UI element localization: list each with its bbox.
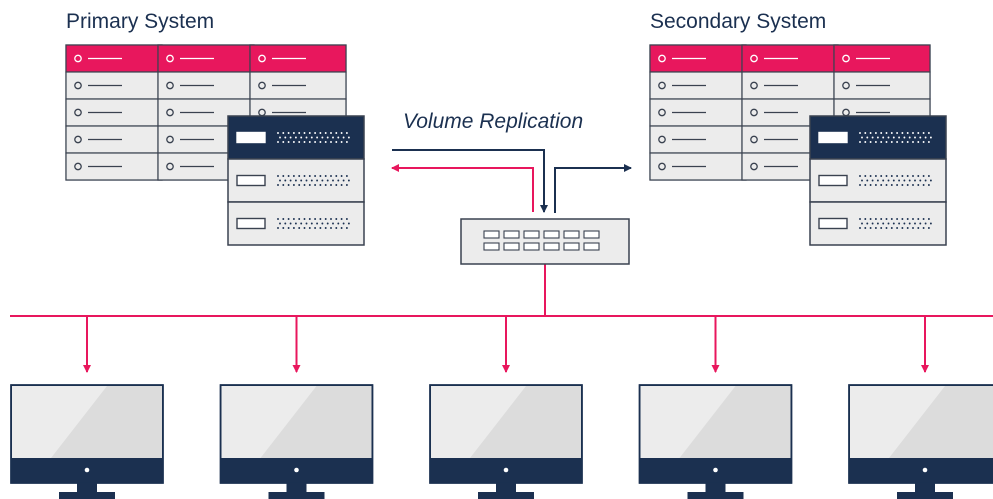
power-led-icon	[713, 467, 718, 473]
switch-port	[543, 230, 560, 239]
drive-slot-icon	[236, 174, 266, 187]
status-led-icon	[74, 135, 82, 144]
status-led-icon	[750, 108, 758, 117]
status-led-icon	[658, 81, 666, 90]
switch-port	[563, 230, 580, 239]
switch-port	[503, 242, 520, 251]
status-led-icon	[166, 81, 174, 90]
arrow-icon	[392, 149, 548, 213]
storage-array-icon	[809, 115, 947, 246]
power-led-icon	[84, 467, 90, 473]
status-led-icon	[166, 162, 174, 171]
status-led-icon	[750, 135, 758, 144]
drive-slot-icon	[818, 131, 848, 144]
switch-port	[563, 242, 580, 251]
monitor-neck	[915, 483, 935, 492]
primary-system-label: Primary System	[66, 10, 215, 33]
storage-array-icon	[227, 115, 365, 246]
switch-port	[523, 230, 540, 239]
status-led-icon	[658, 162, 666, 171]
monitor-icon	[638, 384, 793, 499]
volume-replication-label: Volume Replication	[403, 110, 584, 133]
drive-slot-icon	[818, 174, 848, 187]
network-switch-icon	[460, 218, 630, 265]
status-led-icon	[74, 54, 82, 63]
status-led-icon	[166, 135, 174, 144]
status-led-icon	[258, 81, 266, 90]
status-led-icon	[750, 54, 758, 63]
switch-port	[523, 242, 540, 251]
status-led-icon	[658, 135, 666, 144]
monitor-neck	[496, 483, 516, 492]
switch-port	[483, 242, 500, 251]
power-led-icon	[503, 467, 509, 473]
switch-port	[543, 242, 560, 251]
status-led-icon	[166, 54, 174, 63]
monitor-icon	[848, 384, 993, 499]
monitor-base	[897, 492, 953, 499]
monitor-neck	[286, 483, 307, 492]
status-led-icon	[750, 81, 758, 90]
status-led-icon	[166, 108, 174, 117]
arrow-icon	[554, 164, 632, 213]
drive-slot-icon	[236, 217, 266, 230]
server-rack-icon	[157, 44, 255, 181]
status-led-icon	[750, 162, 758, 171]
status-led-icon	[74, 81, 82, 90]
client-monitors	[10, 384, 993, 499]
status-led-icon	[74, 108, 82, 117]
server-rack-icon	[649, 44, 747, 181]
monitor-neck	[705, 483, 726, 492]
switch-port	[503, 230, 520, 239]
status-led-icon	[258, 54, 266, 63]
drive-slot-icon	[236, 131, 266, 144]
switch-port	[483, 230, 500, 239]
primary-system	[65, 44, 365, 246]
secondary-system	[649, 44, 947, 246]
server-rack-icon	[65, 44, 163, 181]
monitor-icon	[10, 384, 164, 499]
status-led-icon	[74, 162, 82, 171]
network-links	[10, 149, 993, 373]
arrow-icon	[391, 164, 534, 212]
monitor-base	[478, 492, 534, 499]
monitor-icon	[219, 384, 374, 499]
power-led-icon	[922, 467, 928, 473]
monitor-base	[268, 492, 325, 499]
monitor-icon	[429, 384, 583, 499]
status-led-icon	[842, 81, 850, 90]
secondary-system-label: Secondary System	[650, 10, 827, 33]
monitor-base	[59, 492, 115, 499]
drive-slot-icon	[818, 217, 848, 230]
monitor-base	[687, 492, 744, 499]
monitor-neck	[77, 483, 97, 492]
power-led-icon	[294, 467, 299, 473]
status-led-icon	[658, 54, 666, 63]
status-led-icon	[658, 108, 666, 117]
switch-port	[583, 242, 600, 251]
status-led-icon	[842, 54, 850, 63]
switch-port	[583, 230, 600, 239]
